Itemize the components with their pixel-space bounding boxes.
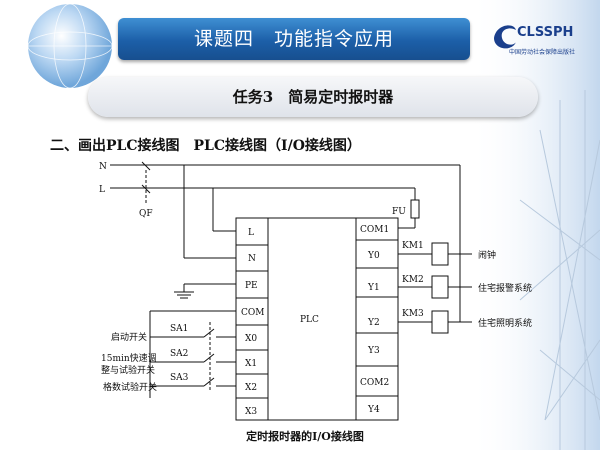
title-bar [118, 18, 470, 60]
switch-sa1-tag: SA1 [170, 324, 188, 334]
switch-sa2-tag: SA2 [170, 349, 188, 359]
slide-title: 课题四 功能指令应用 [193, 28, 394, 50]
load-alarm-clock: 闹钟 [478, 249, 496, 261]
terminal-x2: X2 [245, 383, 257, 393]
breaker-label: QF [139, 209, 153, 219]
pylon-decoration [519, 90, 600, 450]
switch-sa2-label-line1: 15min快速调 [101, 352, 157, 364]
section-heading: 二、画出PLC接线图 PLC接线图（I/O接线图） [50, 138, 361, 154]
terminal-l: L [248, 228, 254, 238]
terminal-com2: COM2 [360, 378, 389, 388]
terminal-y4: Y4 [367, 405, 380, 415]
relay-km3-tag: KM3 [402, 309, 424, 319]
terminal-pe: PE [245, 281, 258, 291]
terminal-y1: Y1 [367, 283, 380, 293]
terminal-y0: Y0 [367, 251, 380, 261]
load-home-alarm: 住宅报警系统 [478, 282, 532, 294]
task-title: 任务3 简易定时报时器 [232, 88, 394, 106]
terminal-com1: COM1 [360, 225, 389, 235]
switch-sa3-tag: SA3 [170, 373, 189, 383]
relay-km2-tag: KM2 [402, 275, 424, 285]
load-home-lighting: 住宅照明系统 [478, 317, 532, 329]
fuse-symbol [410, 199, 420, 219]
switch-sa3-label: 格数试验开关 [103, 381, 157, 393]
terminal-y3: Y3 [367, 346, 380, 356]
terminal-x0: X0 [245, 334, 257, 344]
supply-l-label: L [99, 185, 105, 195]
plc-label: PLC [300, 315, 319, 325]
supply-n-label: N [99, 162, 107, 172]
terminal-x3: X3 [245, 407, 257, 417]
terminal-y2: Y2 [367, 318, 380, 328]
diagram-caption: 定时报时器的I/O接线图 [246, 430, 364, 443]
clssph-logo [494, 25, 516, 49]
terminal-com: COM [241, 308, 264, 318]
switch-sa2-label-line2: 整与试验开关 [101, 364, 155, 376]
logo-subtitle: 中国劳动社会保障出版社 [508, 49, 575, 56]
switch-sa1-label: 启动开关 [111, 331, 147, 343]
fuse-label: FU [392, 207, 406, 217]
relay-km1-tag: KM1 [402, 241, 424, 251]
logo-name: CLSSPH [517, 25, 574, 40]
task-banner [88, 77, 538, 117]
terminal-x1: X1 [245, 359, 257, 369]
terminal-n: N [248, 254, 256, 264]
